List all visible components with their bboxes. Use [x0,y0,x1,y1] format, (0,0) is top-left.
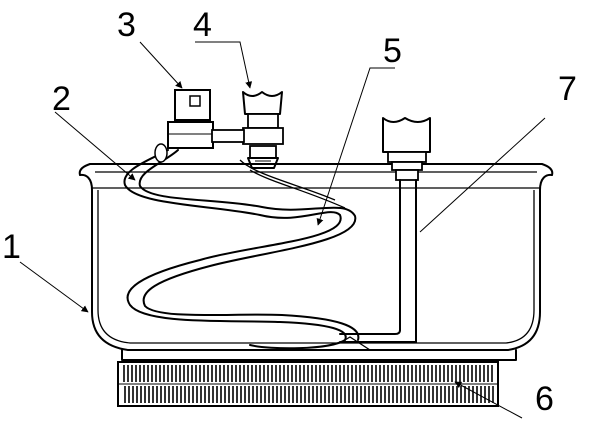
outlet-fitting [211,91,284,169]
coil-windings [123,365,494,403]
spiral-tube [123,149,360,350]
label-3: 3 [117,6,136,44]
label-7: 7 [558,70,577,108]
label-1: 1 [2,228,21,266]
heating-coil-base [117,361,499,407]
part-labels: 1 2 3 4 5 7 6 [2,6,577,418]
label-2: 2 [52,80,71,118]
pot-vessel [78,163,554,361]
leader-lines [19,41,546,419]
label-4: 4 [193,6,212,44]
vertical-pipe [339,117,431,343]
inlet-fitting [154,89,214,163]
label-5: 5 [383,32,402,70]
label-6: 6 [535,380,554,418]
